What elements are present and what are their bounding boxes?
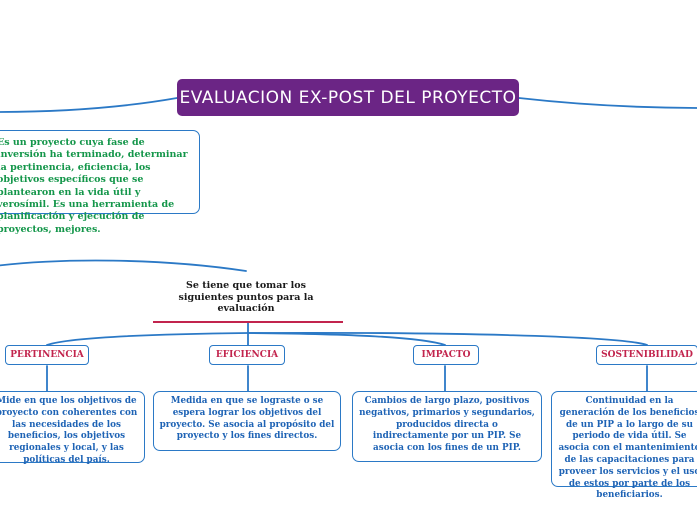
- category-eficiencia[interactable]: EFICIENCIA: [209, 345, 285, 365]
- description-pertinencia[interactable]: Mide en que los objetivos de proyecto co…: [0, 391, 145, 465]
- description-eficiencia[interactable]: Medida en que se lograste o se espera lo…: [153, 391, 341, 451]
- subtopic-underline: [153, 321, 343, 323]
- connector-intro: [0, 259, 247, 272]
- description-sostenibilidad[interactable]: Continuidad en la generación de los bene…: [551, 391, 697, 500]
- category-sostenibilidad[interactable]: SOSTENIBILIDAD: [596, 345, 697, 365]
- connector-title-right: [518, 97, 697, 109]
- category-impacto[interactable]: IMPACTO: [413, 345, 479, 365]
- connector-title-left: [0, 97, 178, 113]
- connector-cat3: [247, 332, 446, 346]
- connector-cat1: [46, 332, 249, 346]
- connector-cat4: [247, 331, 648, 346]
- subtopic-node[interactable]: Se tiene que tomar los siguientes puntos…: [178, 280, 314, 314]
- category-pertinencia[interactable]: PERTINENCIA: [5, 345, 89, 365]
- description-impacto[interactable]: Cambios de largo plazo, positivos negati…: [352, 391, 542, 462]
- intro-node[interactable]: Es un proyecto cuya fase de inversión ha…: [0, 130, 200, 235]
- main-topic-title[interactable]: EVALUACION EX-POST DEL PROYECTO: [177, 79, 519, 116]
